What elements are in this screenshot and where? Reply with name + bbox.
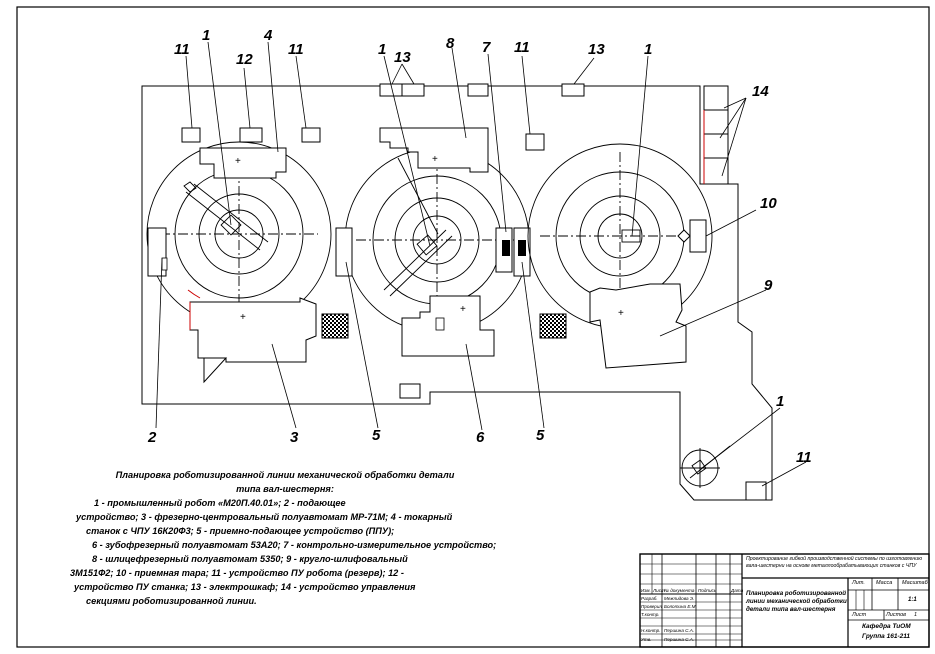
robot-control-box-11d — [745, 481, 767, 501]
callout-11c: 11 — [514, 39, 530, 56]
drawing-title-2: линии механической обработки — [746, 598, 847, 605]
robot-control-box-11c — [525, 133, 545, 151]
callout-1d: 1 — [776, 393, 784, 410]
role-nkontr: Н.контр. — [641, 628, 661, 633]
legend: Планировка роботизированной линии механи… — [70, 468, 500, 608]
electric-cabinet-13c — [467, 83, 489, 97]
title-block — [639, 553, 930, 648]
container-right — [539, 313, 567, 339]
name-utv: Першина С.А. — [664, 637, 695, 642]
sheet-label: Лист — [852, 612, 867, 618]
name-prover: Болотина Е.М. — [664, 604, 697, 609]
role-utv: Утв. — [641, 637, 652, 642]
milling-centering-mr71m — [189, 297, 317, 363]
callout-13b: 13 — [588, 41, 605, 58]
role-prover: Проверил — [641, 604, 662, 609]
gear-centermark: + — [460, 304, 466, 315]
drawing-title-1: Планировка роботизированной — [746, 590, 847, 597]
sheets-label: Листов — [886, 612, 907, 618]
callout-1c: 1 — [644, 41, 652, 58]
callout-3: 3 — [290, 429, 299, 446]
col-sign: Подпись — [698, 588, 717, 593]
lit-label: Лит. — [852, 580, 865, 586]
legend-line: 1 - промышленный робот «М20П.40.01»; 2 -… — [94, 498, 346, 508]
gear-hobbing-53a20 — [401, 295, 495, 357]
name-razrab: Межлидова Э. — [664, 596, 695, 601]
callout-13a: 13 — [394, 49, 411, 66]
robot-control-box-11a — [181, 127, 201, 143]
spline-centermark: + — [432, 154, 438, 165]
callout-12: 12 — [236, 51, 253, 68]
role-razrab: Разраб. — [641, 596, 658, 601]
masshtab-label: Масштаб — [902, 580, 928, 586]
col-list: Лист — [653, 588, 665, 593]
drawing-frame — [16, 6, 930, 648]
callout-1b: 1 — [378, 41, 386, 58]
legend-line: 3М151Ф2; 10 - приемная тара; 11 - устрой… — [70, 568, 404, 578]
col-izm: Изм. — [641, 588, 651, 593]
name-nkontr: Першина С.А. — [664, 628, 695, 633]
receiving-container-10 — [689, 219, 707, 253]
floor-box-bottom — [399, 383, 421, 399]
callout-5a: 5 — [372, 427, 381, 444]
robot-left-arc — [187, 289, 201, 299]
legend-line: секциями роботизированной линии. — [86, 596, 257, 606]
lathe-16k20f3 — [199, 147, 287, 179]
feeder-port — [161, 257, 168, 271]
milling-centering-hood — [203, 357, 228, 384]
role-tkontr: Т.контр. — [641, 612, 660, 617]
container-left — [321, 313, 349, 339]
legend-line: устройство ПУ станка; 13 - электрошкаф; … — [74, 582, 416, 592]
line-control-unit-14 — [703, 85, 729, 185]
measuring-device-7-core — [502, 240, 510, 256]
callout-9: 9 — [764, 277, 773, 294]
legend-title-line1: Планировка роботизированной линии механи… — [115, 470, 455, 480]
col-date: Дата — [731, 588, 744, 593]
grinding-3m151f2 — [589, 283, 687, 369]
callout-10: 10 — [760, 195, 777, 212]
callout-14: 14 — [752, 83, 769, 100]
callout-5b: 5 — [536, 427, 545, 444]
callout-7: 7 — [482, 39, 491, 56]
group: Группа 161-211 — [862, 633, 910, 640]
legend-line: 8 - шлицефрезерный полуавтомат 5350; 9 -… — [92, 554, 408, 564]
transfer-right-core — [518, 240, 526, 256]
legend-line: 6 - зубофрезерный полуавтомат 53А20; 7 -… — [92, 540, 497, 550]
leader-lines — [155, 41, 807, 487]
department: Кафедра ТиОМ — [862, 623, 911, 630]
legend-line: станок с ЧПУ 16К20Ф3; 5 - приемно-подающ… — [86, 526, 395, 536]
legend-title-line2: типа вал-шестерня: — [236, 484, 334, 494]
drawing-title-3: детали типа вал-шестерня — [746, 606, 836, 613]
massa-label: Масса — [876, 580, 893, 586]
col-doc: № документа — [664, 588, 695, 593]
electric-cabinet-13b — [401, 83, 425, 97]
callout-11b: 11 — [288, 41, 304, 58]
lathe-centermark: + — [235, 156, 241, 167]
robot-control-box-11b — [301, 127, 321, 143]
transfer-device-5-left — [335, 227, 353, 277]
milling-centermark: + — [240, 312, 246, 323]
receiving-valve — [677, 229, 691, 243]
callout-1a: 1 — [202, 27, 210, 44]
callout-2: 2 — [147, 429, 157, 446]
sheets-value: 1 — [914, 612, 918, 618]
grinding-centermark: + — [618, 308, 624, 319]
legend-line: устройство; 3 - фрезерно-центровальный п… — [76, 512, 453, 522]
machine-control-box-12 — [239, 127, 263, 143]
scale-value: 1:1 — [908, 597, 917, 603]
project-title: Проектирование гибкой производственной с… — [746, 556, 923, 569]
gear-hobbing-slot — [435, 317, 445, 331]
electric-cabinet-13d — [561, 83, 585, 97]
callout-4: 4 — [263, 27, 273, 44]
callout-8: 8 — [446, 35, 455, 52]
callout-11d: 11 — [796, 449, 812, 466]
callout-11a: 11 — [174, 41, 190, 58]
callout-6: 6 — [476, 429, 485, 446]
spline-milling-5350 — [379, 127, 489, 173]
